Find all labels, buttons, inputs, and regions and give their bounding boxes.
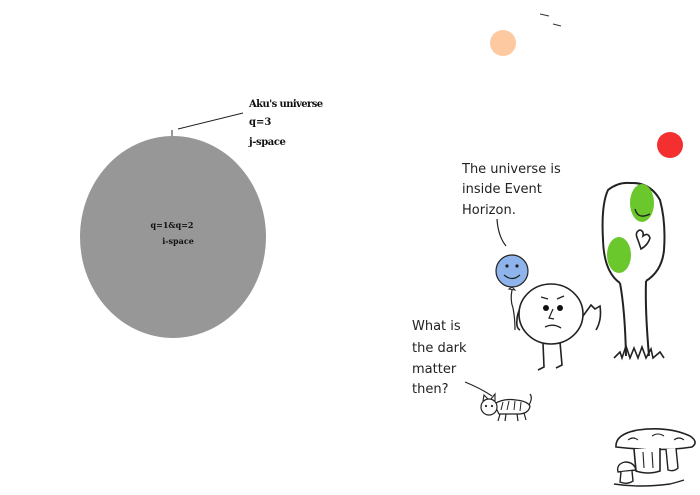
inner-label-1: q=1&q=2	[151, 220, 194, 230]
person-eye-left	[543, 305, 549, 311]
tree-icon	[601, 181, 666, 361]
balloon-icon	[495, 254, 529, 331]
annotation-arrow	[177, 112, 244, 130]
oval-person	[516, 283, 602, 371]
universe-annotation: Aku's universe q=3 j-space	[177, 99, 323, 148]
balloon-smile	[503, 274, 521, 280]
tree-trunk-right	[644, 280, 650, 357]
mushroom-stem-lines	[642, 451, 654, 469]
balloon-body	[495, 254, 529, 288]
balloon-eye-left	[505, 264, 509, 268]
cat-eye-right	[490, 404, 494, 408]
person-mouth	[544, 324, 562, 329]
tree-heart	[635, 229, 651, 251]
balloon-knot	[507, 286, 517, 291]
balloon-speech-line-3: Horizon.	[462, 203, 516, 218]
scribble-1	[539, 13, 550, 17]
person-speech-line-1: What is	[412, 319, 461, 334]
mushroom-small-stem	[619, 470, 634, 484]
balloon-string	[510, 289, 516, 331]
balloon-speech-line-1: The universe is	[461, 162, 561, 177]
person-eyebrow-left	[540, 296, 549, 300]
cat-head	[480, 398, 498, 416]
universe-sphere	[80, 136, 266, 338]
balloon-eye-right	[515, 264, 519, 268]
tree-leaf-bottom	[607, 237, 631, 273]
cat-stripes	[500, 400, 522, 412]
cat-eye-left	[484, 404, 488, 408]
person-right-arm	[582, 303, 602, 331]
tree-leaf-curl	[634, 208, 651, 217]
balloon-speech: The universe is inside Event Horizon.	[461, 162, 561, 247]
mushroom-right-stem	[665, 447, 679, 472]
cat-body	[493, 398, 531, 415]
cat-ears	[482, 392, 496, 402]
cat-legs	[497, 412, 527, 422]
annotation-line-1: Aku's universe	[248, 99, 323, 110]
universe-group: q=1&q=2 i-space	[80, 130, 266, 338]
person-speech-tail	[464, 381, 493, 397]
person-speech-line-2: the dark	[412, 341, 467, 356]
mushroom-ground	[613, 479, 685, 487]
tree-trunk-left	[619, 282, 627, 357]
sky-decor	[490, 13, 683, 158]
scribble-2	[552, 23, 562, 27]
person-eye-right	[557, 305, 563, 311]
person-left-leg	[537, 342, 545, 371]
tree-grass	[613, 343, 665, 361]
person-speech: What is the dark matter then?	[412, 319, 493, 397]
mushroom-small-cap	[616, 461, 637, 473]
person-speech-line-3: matter	[412, 362, 457, 377]
person-right-leg	[555, 341, 563, 369]
person-speech-line-4: then?	[412, 382, 448, 397]
red-ball	[657, 132, 683, 158]
orange-sun	[490, 30, 516, 56]
cat-icon	[480, 392, 532, 422]
cat-tail	[528, 393, 532, 406]
inner-label-2: i-space	[162, 236, 194, 246]
balloon-speech-tail	[496, 218, 507, 247]
balloon-speech-line-2: inside Event	[462, 182, 542, 197]
annotation-line-2: q=3	[249, 117, 271, 128]
mushroom-big-stem	[633, 448, 661, 474]
mushroom-icon	[613, 428, 696, 487]
annotation-line-3: j-space	[248, 137, 286, 148]
person-nose	[548, 308, 555, 320]
person-eyebrow-right	[556, 295, 565, 300]
mushroom-big-spots	[627, 433, 685, 441]
